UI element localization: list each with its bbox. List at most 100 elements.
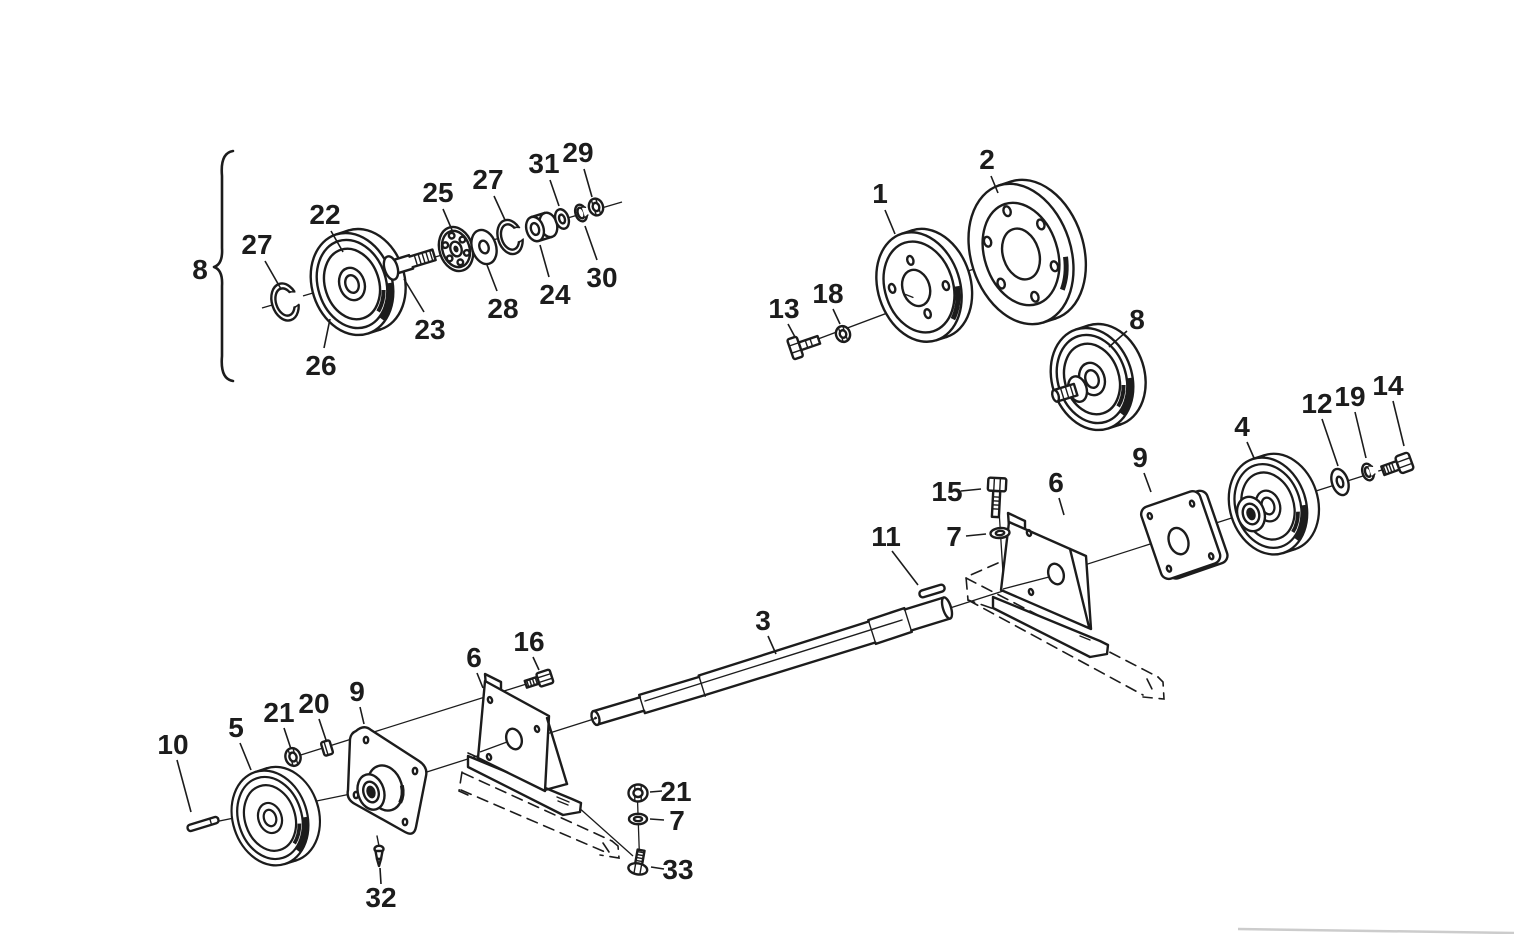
leader-line-20 xyxy=(318,718,327,741)
pulley-subassembly-exploded xyxy=(212,149,623,383)
hex-nut xyxy=(587,197,605,217)
lock-washer xyxy=(319,739,335,757)
leader-line-7 xyxy=(649,818,665,821)
callout-24: 24 xyxy=(539,279,571,310)
callout-14: 14 xyxy=(1372,370,1404,401)
callout-8: 8 xyxy=(192,254,208,285)
leader-line-27 xyxy=(493,195,506,221)
leader-line-32 xyxy=(379,867,382,885)
callout-9: 9 xyxy=(349,676,365,707)
leader-line-26 xyxy=(323,318,331,349)
leader-line-30 xyxy=(584,225,598,261)
drive-flange-disc xyxy=(967,178,1088,326)
leader-line-14 xyxy=(1392,400,1405,447)
callout-7: 7 xyxy=(946,521,962,552)
callout-22: 22 xyxy=(309,199,340,230)
callout-9: 9 xyxy=(1132,442,1148,473)
hex-nut xyxy=(834,324,852,344)
shaft-bolt xyxy=(382,248,437,281)
callout-15: 15 xyxy=(931,476,962,507)
callout-8: 8 xyxy=(1129,304,1145,335)
mounting-bracket xyxy=(466,672,583,817)
bearing-housing xyxy=(346,726,428,868)
leader-line-6 xyxy=(476,672,484,689)
callout-2: 2 xyxy=(979,144,995,175)
leader-line-25 xyxy=(442,208,453,231)
leader-line-29 xyxy=(583,168,593,198)
leader-line-18 xyxy=(832,308,841,325)
small-washer xyxy=(553,208,571,230)
callout-10: 10 xyxy=(157,729,188,760)
bolt-alignment-line xyxy=(809,308,899,343)
leader-line-24 xyxy=(539,244,550,278)
callout-18: 18 xyxy=(812,278,843,309)
base-bolt-line xyxy=(576,805,634,857)
hex-nut xyxy=(627,783,649,803)
flat-washer xyxy=(1330,467,1350,497)
shaft-key xyxy=(918,583,946,599)
callout-29: 29 xyxy=(562,137,593,168)
retaining-ring xyxy=(270,282,306,322)
callout-13: 13 xyxy=(768,293,799,324)
hub-flange-disc xyxy=(875,227,974,343)
callout-31: 31 xyxy=(528,148,559,179)
leader-line-6 xyxy=(1058,497,1065,516)
callout-25: 25 xyxy=(422,177,453,208)
leader-line-31 xyxy=(549,179,560,207)
left-bearing-bracket-group xyxy=(186,668,649,876)
leader-line-21 xyxy=(649,790,663,793)
bearing-plate xyxy=(1139,489,1229,581)
mounting-bracket xyxy=(991,511,1110,659)
shaft-end-face xyxy=(940,596,954,620)
shaft-group xyxy=(590,583,954,727)
leader-line-1 xyxy=(884,209,896,235)
callout-21: 21 xyxy=(263,697,294,728)
frame-rail-end-dashed xyxy=(599,840,620,859)
leader-line-9 xyxy=(1143,472,1152,493)
leader-line-16 xyxy=(532,656,540,671)
pulley-shaft-stub xyxy=(1051,375,1089,403)
idler-pulley xyxy=(1217,443,1332,564)
callout-30: 30 xyxy=(586,262,617,293)
callout-28: 28 xyxy=(487,293,518,324)
leader-line-27 xyxy=(264,260,282,290)
flat-washer xyxy=(989,526,1011,540)
pulley-wheel xyxy=(298,218,419,346)
leader-line-9 xyxy=(359,706,365,725)
leader-line-15 xyxy=(960,488,982,492)
callout-26: 26 xyxy=(305,350,336,381)
page-edge-artifact xyxy=(1237,927,1514,934)
callout-11: 11 xyxy=(871,521,901,552)
callout-7: 7 xyxy=(669,805,685,836)
flat-washer xyxy=(627,812,649,826)
leader-line-5 xyxy=(239,742,252,771)
lock-washer xyxy=(1360,462,1379,482)
callout-32: 32 xyxy=(365,882,396,913)
callout-4: 4 xyxy=(1234,411,1250,442)
callout-19: 19 xyxy=(1334,381,1365,412)
group-brace xyxy=(212,149,235,383)
hex-bolt xyxy=(523,668,555,689)
callout-6: 6 xyxy=(1048,467,1064,498)
leader-line-11 xyxy=(891,550,919,586)
callout-20: 20 xyxy=(298,688,329,719)
hex-bolt xyxy=(1380,451,1415,477)
idler-pulley xyxy=(220,757,332,876)
leader-line-21 xyxy=(283,727,292,750)
callout-21: 21 xyxy=(660,776,691,807)
leader-line-33 xyxy=(650,866,665,870)
callout-16: 16 xyxy=(513,626,544,657)
callout-6: 6 xyxy=(466,642,482,673)
hex-nut xyxy=(284,746,302,768)
leader-line-2 xyxy=(990,175,999,194)
callout-23: 23 xyxy=(414,314,445,345)
leader-line-19 xyxy=(1354,411,1367,459)
frame-rail-end-dashed xyxy=(1142,676,1165,700)
callout-3: 3 xyxy=(755,605,771,636)
right-bearing-bracket-group xyxy=(949,443,1415,700)
leader-line-28 xyxy=(486,264,498,292)
leader-line-12 xyxy=(1321,418,1339,467)
hex-bolt xyxy=(786,334,822,361)
